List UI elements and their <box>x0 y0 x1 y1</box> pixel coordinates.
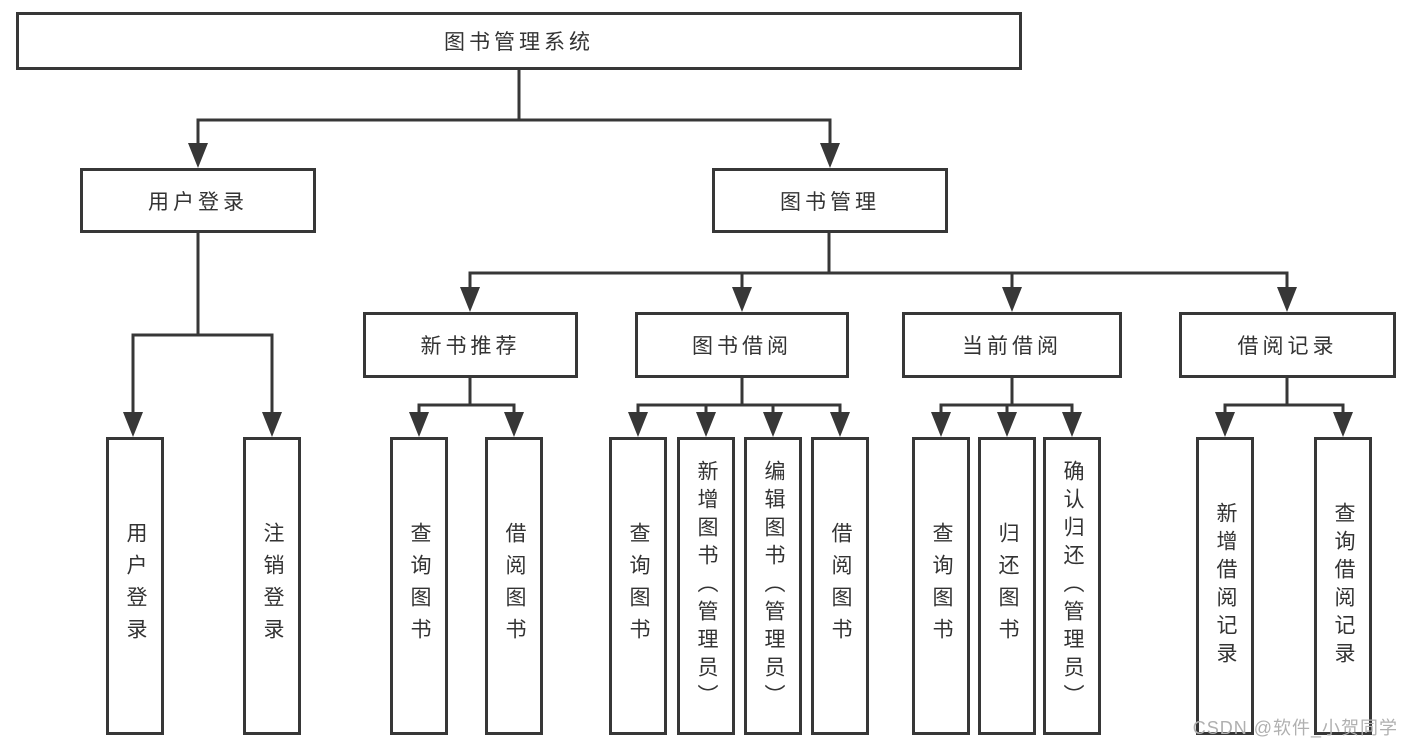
leaf-query-borrow-record: 查询借阅记录 <box>1314 437 1372 735</box>
arrow-icon <box>123 412 143 437</box>
node-book-management: 图书管理 <box>712 168 948 233</box>
node-book-borrow: 图书借阅 <box>635 312 849 378</box>
leaf-add-book-admin: 新增图书（管理员） <box>677 437 735 735</box>
arrow-icon <box>188 143 208 168</box>
leaf-query-books-borrow: 查询图书 <box>609 437 667 735</box>
arrow-icon <box>820 143 840 168</box>
arrow-icon <box>262 412 282 437</box>
arrow-icon <box>830 412 850 437</box>
arrow-icon <box>1277 287 1297 312</box>
arrow-icon <box>504 412 524 437</box>
leaf-query-books-current: 查询图书 <box>912 437 970 735</box>
arrow-icon <box>460 287 480 312</box>
leaf-edit-book-admin: 编辑图书（管理员） <box>744 437 802 735</box>
node-borrow-records: 借阅记录 <box>1179 312 1396 378</box>
csdn-watermark: CSDN @软件_小贺同学 <box>1192 718 1398 738</box>
arrow-icon <box>763 412 783 437</box>
arrow-icon <box>1215 412 1235 437</box>
leaf-add-borrow-record: 新增借阅记录 <box>1196 437 1254 735</box>
arrow-icon <box>1333 412 1353 437</box>
leaf-borrow-books: 借阅图书 <box>811 437 869 735</box>
node-library-management-system: 图书管理系统 <box>16 12 1022 70</box>
leaf-logout: 注销登录 <box>243 437 301 735</box>
leaf-return-book: 归还图书 <box>978 437 1036 735</box>
leaf-user-login: 用户登录 <box>106 437 164 735</box>
leaf-query-books-recommend: 查询图书 <box>390 437 448 735</box>
arrow-icon <box>997 412 1017 437</box>
arrow-icon <box>931 412 951 437</box>
leaf-confirm-return-admin: 确认归还（管理员） <box>1043 437 1101 735</box>
leaf-borrow-books-recommend: 借阅图书 <box>485 437 543 735</box>
node-user-login: 用户登录 <box>80 168 316 233</box>
arrow-icon <box>628 412 648 437</box>
arrow-icon <box>409 412 429 437</box>
arrow-icon <box>1002 287 1022 312</box>
arrow-icon <box>1062 412 1082 437</box>
arrow-icon <box>732 287 752 312</box>
node-new-book-recommend: 新书推荐 <box>363 312 578 378</box>
node-current-borrow: 当前借阅 <box>902 312 1122 378</box>
arrow-icon <box>696 412 716 437</box>
